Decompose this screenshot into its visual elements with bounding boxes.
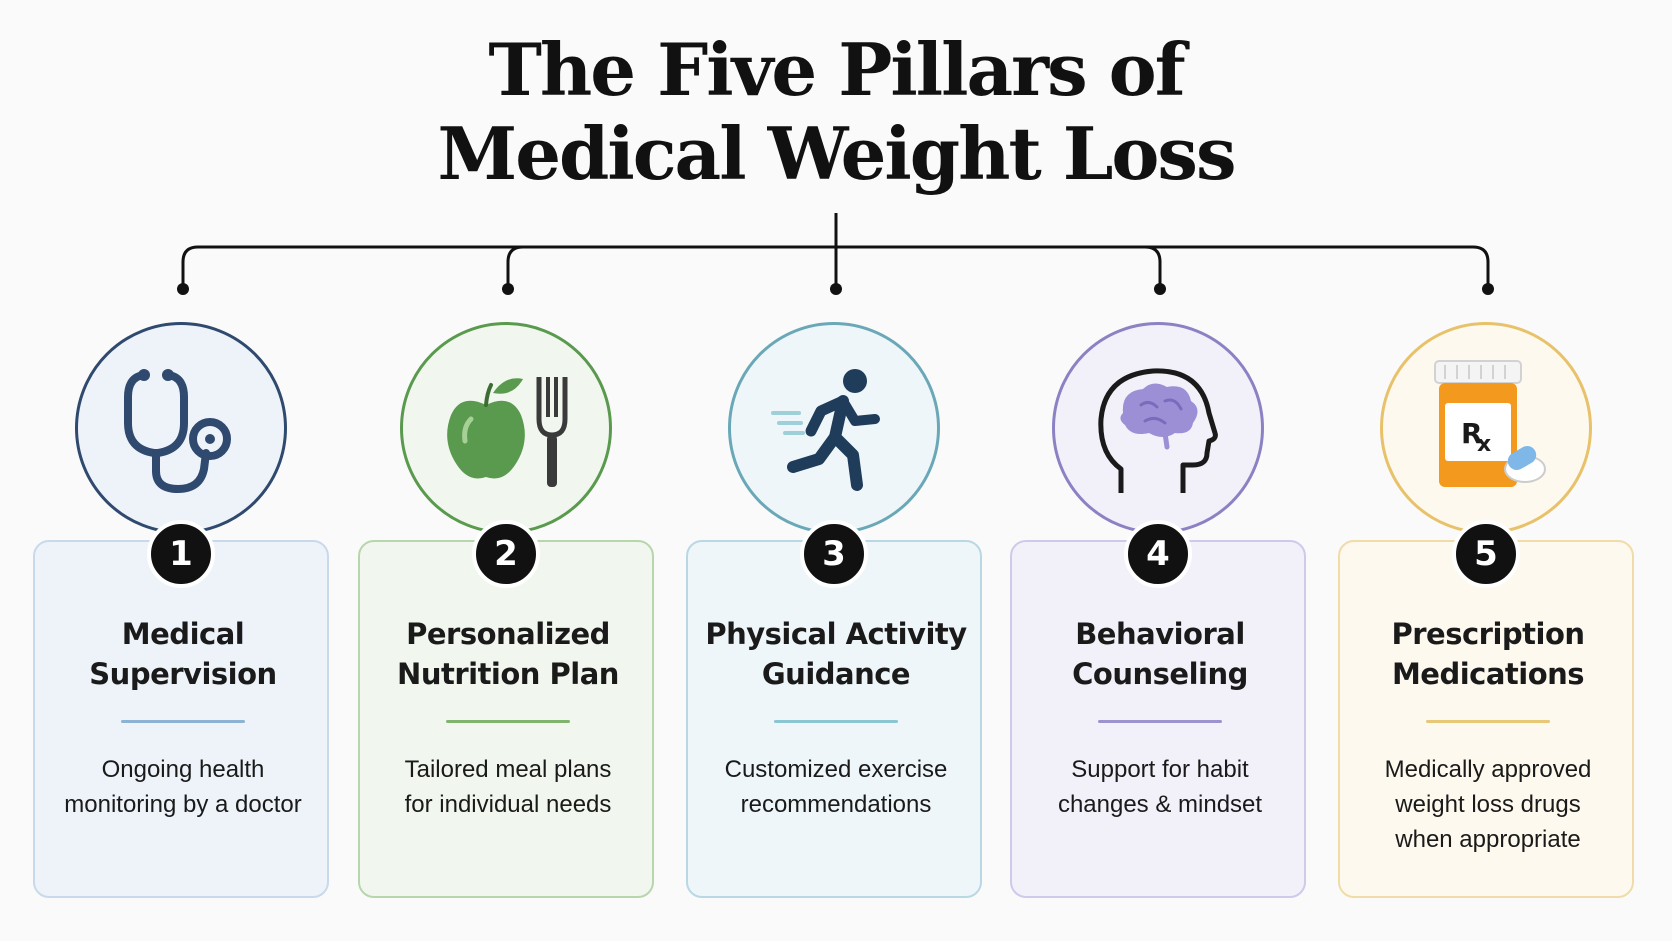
- pillar-behavioral-counseling: 4 Behavioral Counseling Support for habi…: [1010, 0, 1310, 941]
- pillar-title: Personalized Nutrition Plan: [358, 614, 658, 694]
- pillar-title: Physical Activity Guidance: [686, 614, 986, 694]
- pillar-card: [686, 540, 982, 898]
- pillar-title: Behavioral Counseling: [1010, 614, 1310, 694]
- desc-line: Tailored meal plans: [404, 756, 612, 783]
- divider: [774, 720, 898, 723]
- pillar-title: Medical Supervision: [33, 614, 333, 694]
- pillar-title-line: Behavioral: [1075, 617, 1245, 651]
- pillar-card: [33, 540, 329, 898]
- desc-line: when appropriate: [1395, 826, 1581, 853]
- svg-text:R: R: [1461, 417, 1483, 450]
- divider: [446, 720, 570, 723]
- title-line-1: The Five Pillars of: [488, 27, 1185, 112]
- pillar-title-line: Prescription: [1391, 617, 1585, 651]
- brain-head-icon: [1098, 368, 1218, 493]
- desc-line: Ongoing health: [101, 756, 265, 783]
- apple-fork-icon: [447, 377, 568, 487]
- pillar-card: [1010, 540, 1306, 898]
- pillar-description: Ongoing health monitoring by a doctor: [43, 752, 323, 822]
- icon-circle: R x: [1380, 322, 1592, 534]
- step-number-badge: 1: [147, 520, 215, 588]
- divider: [121, 720, 245, 723]
- pillar-description: Tailored meal plans for individual needs: [368, 752, 648, 822]
- pillar-title-line: Nutrition Plan: [397, 657, 619, 691]
- step-number-badge: 4: [1124, 520, 1192, 588]
- desc-line: weight loss drugs: [1395, 791, 1581, 818]
- pillar-physical-activity: 3 Physical Activity Guidance Customized …: [686, 0, 986, 941]
- pillar-description: Customized exercise recommendations: [696, 752, 976, 822]
- pill-bottle-icon: R x: [1434, 360, 1546, 487]
- desc-line: changes & mindset: [1057, 791, 1263, 818]
- runner-icon: [771, 369, 880, 491]
- desc-line: recommendations: [740, 791, 932, 818]
- pillar-title-line: Medical: [121, 617, 245, 651]
- pillar-title-line: Physical Activity: [705, 617, 967, 651]
- pillar-title-line: Guidance: [761, 657, 911, 691]
- pillar-description: Support for habit changes & mindset: [1020, 752, 1300, 822]
- divider: [1098, 720, 1222, 723]
- desc-line: Customized exercise: [724, 756, 948, 783]
- pillar-title: Prescription Medications: [1338, 614, 1638, 694]
- icon-circle: [400, 322, 612, 534]
- pillar-medical-supervision: 1 Medical Supervision Ongoing health mon…: [33, 0, 333, 941]
- pillar-description: Medically approved weight loss drugs whe…: [1348, 752, 1628, 857]
- desc-line: monitoring by a doctor: [64, 791, 302, 818]
- svg-text:x: x: [1477, 432, 1491, 457]
- title-line-2: Medical Weight Loss: [437, 111, 1237, 196]
- step-number-badge: 2: [472, 520, 540, 588]
- step-number-badge: 5: [1452, 520, 1520, 588]
- desc-line: Support for habit: [1071, 756, 1249, 783]
- divider: [1426, 720, 1550, 723]
- pillar-title-line: Counseling: [1072, 657, 1248, 691]
- pillar-title-line: Personalized: [406, 617, 610, 651]
- pillar-title-line: Medications: [1391, 657, 1585, 691]
- connector-lines: [177, 213, 1494, 295]
- pillar-title-line: Supervision: [89, 657, 277, 691]
- pillar-prescription-medications: R x 5 Prescription Medications Medically…: [1338, 0, 1638, 941]
- pillar-card: [358, 540, 654, 898]
- stethoscope-icon: [124, 369, 231, 494]
- page-title: The Five Pillars of Medical Weight Loss: [0, 28, 1672, 196]
- icon-circle: [1052, 322, 1264, 534]
- desc-line: Medically approved: [1384, 756, 1592, 783]
- pillar-personalized-nutrition: 2 Personalized Nutrition Plan Tailored m…: [358, 0, 658, 941]
- pillar-card: [1338, 540, 1634, 898]
- step-number-badge: 3: [800, 520, 868, 588]
- desc-line: for individual needs: [404, 791, 612, 818]
- icon-circle: [75, 322, 287, 534]
- icon-circle: [728, 322, 940, 534]
